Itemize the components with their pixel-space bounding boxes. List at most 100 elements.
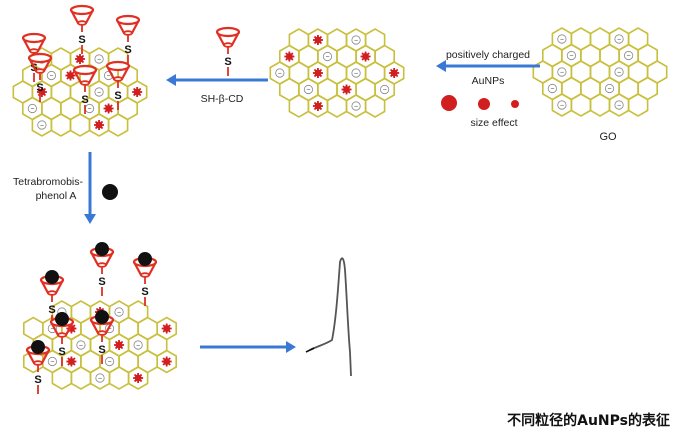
cyclodextrin-rim: [27, 52, 53, 64]
cyclodextrin-bottom: [223, 42, 233, 48]
negative-charge-sign: −: [79, 343, 83, 350]
graphene-hexagon: [108, 366, 130, 390]
negative-charge-marker: [114, 307, 124, 317]
sh-beta-cd-label: SH-β-CD: [201, 93, 244, 105]
graphene-hexagon: [156, 349, 177, 374]
cyclodextrin-bottom: [77, 20, 87, 26]
gold-nanoparticle: [312, 35, 323, 45]
negative-charge-sign: −: [97, 90, 101, 97]
gold-nanoparticle-core: [314, 69, 322, 77]
arrow-aunp-to-cd-head: [166, 74, 176, 86]
sulfur-label: S: [34, 374, 41, 386]
negative-charge-sign: −: [107, 326, 111, 333]
graphene-hexagon: [364, 94, 386, 118]
negative-charge-marker: [547, 83, 557, 94]
arrow-to-signal-head: [286, 341, 296, 353]
graphene-hexagon: [627, 93, 649, 117]
guest-molecule: [55, 312, 69, 326]
gold-nanoparticle: [312, 101, 323, 111]
negative-charge-marker: [351, 101, 361, 111]
tbbpa-loaded-sheet: −−−−−−−−−: [22, 300, 177, 390]
sulfur-label: S: [81, 94, 88, 106]
negative-charge-sign: −: [617, 103, 621, 110]
cyclodextrin-bottom: [140, 272, 150, 278]
aunp-large: [441, 95, 457, 111]
negative-charge-marker: [95, 373, 105, 383]
gold-nanoparticle-core: [362, 53, 369, 60]
phenol-a-label: phenol A: [36, 190, 77, 202]
negative-charge-sign: −: [30, 106, 34, 113]
sulfur-label: S: [78, 34, 85, 46]
gold-nanoparticle-core: [76, 55, 84, 63]
cyclodextrin-probe: S: [72, 64, 98, 114]
graphene-hexagon: [326, 94, 348, 118]
negative-charge-sign: −: [325, 54, 329, 61]
cyclodextrin-probe: S: [132, 252, 158, 306]
cyclodextrin-bottom: [33, 360, 43, 366]
graphene-hexagon: [107, 113, 129, 137]
cyclodextrin-probe: S: [69, 4, 95, 54]
graphene-hexagon: [69, 113, 91, 137]
aunp-decorated-sheet: −−−−−−−: [269, 28, 405, 118]
cyclodextrin-bottom: [47, 290, 57, 296]
go-label: GO: [599, 131, 617, 143]
negative-charge-sign: −: [560, 37, 564, 44]
negative-charge-marker: [47, 356, 57, 367]
gold-nanoparticle: [65, 70, 76, 81]
negative-charge-marker: [566, 50, 577, 61]
negative-charge-sign: −: [306, 87, 310, 94]
negative-charge-sign: −: [354, 38, 358, 45]
gold-nanoparticle-core: [68, 358, 75, 365]
sulfur-label: S: [224, 56, 231, 68]
gold-nanoparticle: [66, 356, 77, 367]
gold-nanoparticle: [312, 68, 323, 78]
cyclodextrin-bottom: [80, 80, 90, 86]
free-cd-probe: S: [215, 26, 241, 76]
figure-caption: 不同粒径的AuNPs的表征: [507, 413, 670, 429]
negative-charge-marker: [94, 54, 104, 64]
cyclodextrin-bottom: [113, 76, 123, 82]
aunps-label: AuNPs: [472, 75, 505, 87]
negative-charge-sign: −: [550, 86, 554, 93]
gold-nanoparticle-core: [115, 341, 123, 349]
negative-charge-sign: −: [617, 37, 621, 44]
graphene-hexagon: [570, 93, 592, 117]
cyclodextrin-rim: [21, 32, 47, 44]
cyclodextrin-rim: [215, 26, 241, 38]
negative-charge-marker: [351, 35, 361, 45]
guest-molecule: [31, 340, 45, 354]
guest-molecule: [95, 310, 109, 324]
arrow-go-to-aunp-head: [436, 60, 446, 72]
sulfur-label: S: [114, 90, 121, 102]
cyclodextrin-bottom: [35, 68, 45, 74]
guest-molecule: [138, 252, 152, 266]
gold-nanoparticle-core: [95, 121, 103, 129]
gold-nanoparticle: [75, 54, 85, 64]
tetrabromobis-label: Tetrabromobis-: [13, 176, 84, 188]
negative-charge-marker: [557, 67, 567, 77]
cyclodextrin-rim: [69, 4, 95, 16]
sulfur-label: S: [48, 304, 55, 316]
cyclodextrin-probe: S: [105, 60, 131, 110]
negative-charge-marker: [37, 120, 47, 130]
gold-nanoparticle-core: [67, 72, 74, 79]
negative-charge-marker: [614, 100, 624, 110]
negative-charge-sign: −: [50, 359, 54, 366]
negative-charge-marker: [604, 83, 615, 94]
negative-charge-marker: [614, 34, 624, 44]
sulfur-label: S: [98, 276, 105, 288]
signal-peak-baseline: [305, 347, 315, 353]
negative-charge-sign: −: [383, 87, 387, 94]
gold-nanoparticle-core: [343, 86, 350, 93]
negative-charge-sign: −: [617, 70, 621, 77]
negative-charge-sign: −: [97, 57, 101, 64]
sulfur-label: S: [58, 346, 65, 358]
size-effect-label: size effect: [470, 117, 517, 129]
gold-nanoparticle: [103, 103, 114, 114]
cyclodextrin-rim: [105, 60, 131, 72]
negative-charge-marker: [557, 34, 567, 44]
gold-nanoparticle: [161, 323, 172, 334]
gold-nanoparticle-core: [390, 69, 398, 77]
gold-nanoparticle-core: [134, 374, 142, 382]
